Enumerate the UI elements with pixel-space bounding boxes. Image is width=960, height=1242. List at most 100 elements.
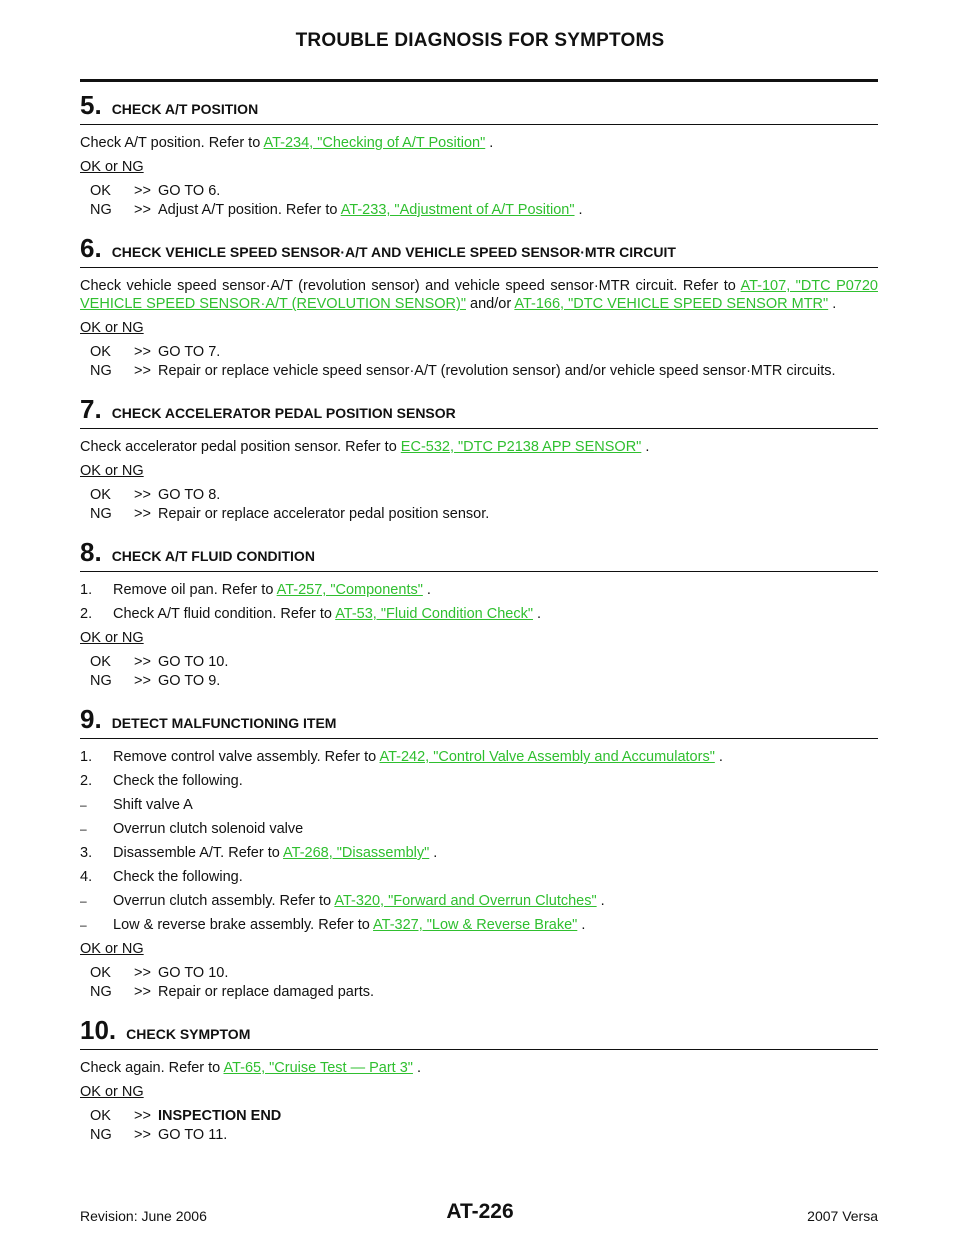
footer-revision: Revision: June 2006 [80,1208,207,1224]
step-title: CHECK SYMPTOM [126,1026,251,1042]
arrow-icon: >> [134,202,151,218]
step-number: 10. [80,1015,117,1045]
ok-key: OK [90,344,111,360]
arrow-icon: >> [134,506,151,522]
dash-icon: – [80,798,87,812]
reference-link[interactable]: AT-166, "DTC VEHICLE SPEED SENSOR MTR" [514,296,829,312]
sub-list-item: – Shift valve A [80,796,878,814]
sub-list-text: . [577,917,586,933]
reference-link[interactable]: AT-107, "DTC P0720 VEHICLE SPEED SENSOR·… [80,278,878,312]
instruction-text: Check A/T position. Refer to [80,135,264,151]
ng-key: NG [90,363,112,379]
step-heading: 9. DETECT MALFUNCTIONING ITEM [80,706,878,739]
ok-option: OK>>GO TO 10. [80,653,878,671]
reference-link[interactable]: AT-234, "Checking of A/T Position" [263,135,486,151]
page-title: TROUBLE DIAGNOSIS FOR SYMPTOMS [295,30,665,51]
ok-option: OK>>GO TO 7. [80,343,878,361]
step-6: 6. CHECK VEHICLE SPEED SENSOR·A/T AND VE… [80,235,878,380]
list-number: 4. [80,869,93,885]
ok-option: OK >> GO TO 10. [80,964,878,982]
step-9: 9. DETECT MALFUNCTIONING ITEM 1. Remove c… [80,706,878,1001]
step-7: 7. CHECK ACCELERATOR PEDAL POSITION SENS… [80,396,878,523]
main-content: 5. CHECK A/T POSITION Check A/T position… [80,86,878,1145]
ng-key: NG [90,673,112,689]
arrow-icon: >> [134,1108,151,1124]
instruction-text: . [828,296,837,312]
list-item: 2. Check the following. [80,772,878,790]
ng-option: NG >> GO TO 11. [80,1126,878,1144]
ng-result: Repair or replace vehicle speed sensor·A… [158,363,836,379]
list-item: 4. Check the following. [80,868,878,886]
list-text: Check the following. [113,869,243,885]
sub-list-text: . [596,893,605,909]
step-title: CHECK A/T FLUID CONDITION [111,548,315,564]
step-number: 6. [80,233,102,263]
instruction-text: . [412,1060,422,1076]
arrow-icon: >> [134,984,151,1000]
ng-result: Repair or replace accelerator pedal posi… [158,506,490,522]
sub-list-text: Shift valve A [113,797,193,813]
ok-or-ng-label: OK or NG [80,320,144,336]
ok-or-ng-label: OK or NG [80,941,144,957]
arrow-icon: >> [134,1127,151,1143]
ng-key: NG [90,202,112,218]
step-instruction: Check A/T position. Refer to AT-234, "Ch… [80,134,878,152]
ok-key: OK [90,654,111,670]
dash-icon: – [80,894,87,908]
list-number: 1. [80,749,93,765]
ng-key: NG [90,506,112,522]
instruction-text: Check accelerator pedal position sensor.… [80,439,401,455]
list-number: 1. [80,582,93,598]
step-number: 9. [80,704,102,734]
step-number: 7. [80,394,102,424]
sub-list-text: Overrun clutch solenoid valve [113,821,304,837]
ok-key: OK [90,1108,111,1124]
step-number: 5. [80,90,102,120]
reference-link[interactable]: AT-65, "Cruise Test — Part 3" [223,1060,413,1076]
footer-model: 2007 Versa [807,1208,878,1224]
step-number: 8. [80,537,102,567]
instruction-text: . [485,135,494,151]
step-8: 8. CHECK A/T FLUID CONDITION 1.Remove oi… [80,539,878,690]
arrow-icon: >> [134,965,151,981]
step-instruction: Check again. Refer to AT-65, "Cruise Tes… [80,1059,878,1077]
ok-result: GO TO 7. [158,344,221,360]
ng-option: NG>>GO TO 9. [80,672,878,690]
ng-key: NG [90,1127,112,1143]
list-item: 3.Disassemble A/T. Refer to AT-268, "Dis… [80,844,878,862]
list-text: Check the following. [113,773,243,789]
reference-link[interactable]: AT-327, "Low & Reverse Brake" [373,917,578,933]
sub-list-item: – Overrun clutch assembly. Refer to AT-32… [80,892,878,910]
step-instruction: Check accelerator pedal position sensor.… [80,438,878,456]
step-instruction: Check vehicle speed sensor·A/T (revoluti… [80,277,878,313]
ok-option: OK>>GO TO 6. [80,182,878,200]
reference-link[interactable]: AT-242, "Control Valve Assembly and Accu… [379,749,715,765]
ok-key: OK [90,965,111,981]
ok-option: OK>>GO TO 8. [80,486,878,504]
ok-or-ng-label: OK or NG [80,463,144,479]
ng-result: GO TO 11. [158,1127,228,1143]
ok-result: GO TO 8. [158,487,221,503]
ok-result: GO TO 10. [158,965,229,981]
step-title: DETECT MALFUNCTIONING ITEM [111,715,337,731]
step-title: CHECK VEHICLE SPEED SENSOR·A/T AND VEHIC… [111,244,676,260]
list-number: 2. [80,773,93,789]
reference-link[interactable]: AT-257, "Components" [276,582,423,598]
ng-option: NG >> Adjust A/T position. Refer to AT-233… [80,201,878,219]
list-text: . [429,845,438,861]
instruction-text: . [641,439,650,455]
reference-link[interactable]: AT-320, "Forward and Overrun Clutches" [334,893,597,909]
list-text: Remove control valve assembly. Refer to [113,749,380,765]
sub-list-item: –Overrun clutch solenoid valve [80,820,878,838]
list-text: . [533,606,542,622]
reference-link[interactable]: EC-532, "DTC P2138 APP SENSOR" [400,439,642,455]
list-text: Check A/T fluid condition. Refer to [113,606,336,622]
sub-list-text: Overrun clutch assembly. Refer to [113,893,335,909]
reference-link[interactable]: AT-233, "Adjustment of A/T Position" [340,202,575,218]
list-item: 2.Check A/T fluid condition. Refer to AT… [80,605,878,623]
reference-link[interactable]: AT-53, "Fluid Condition Check" [335,606,533,622]
sub-list-text: Low & reverse brake assembly. Refer to [113,917,374,933]
reference-link[interactable]: AT-268, "Disassembly" [283,845,430,861]
ok-key: OK [90,487,111,503]
ng-result: Adjust A/T position. Refer to AT-233, "A… [158,201,878,219]
